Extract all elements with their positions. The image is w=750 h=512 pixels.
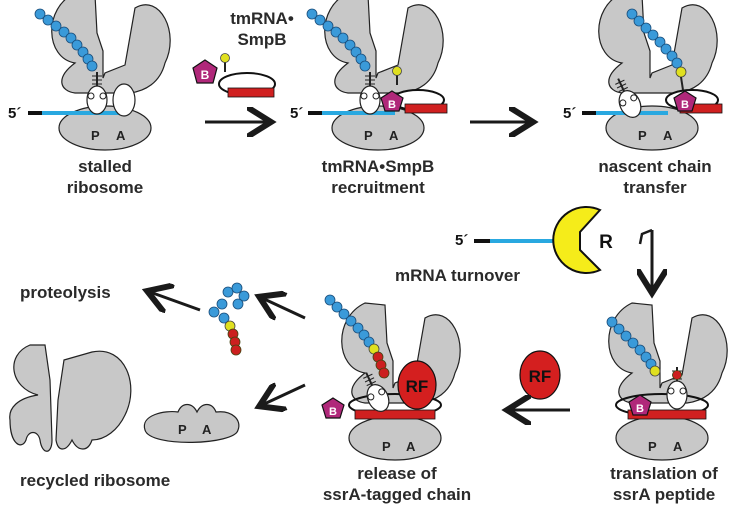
large-subunit-left xyxy=(9,344,53,452)
tmrna-orf xyxy=(227,87,275,98)
caption-recycled-ribosome: recycled ribosome xyxy=(20,471,170,490)
mrna-turnover: 5´ R mRNA turnover xyxy=(395,206,653,290)
free-tagged-chain xyxy=(208,282,250,356)
alanine-bead xyxy=(220,53,230,63)
a-site-label: A xyxy=(663,128,673,143)
caption-nascent-chain: nascent chain xyxy=(598,157,711,176)
arrow-proteolysis xyxy=(150,292,201,310)
smpb-letter: B xyxy=(201,68,210,82)
arrow-to-chain xyxy=(262,298,306,318)
large-subunit xyxy=(51,0,171,94)
release-factor xyxy=(397,360,437,410)
small-subunit xyxy=(143,403,240,443)
panel-recruitment: 5´ B P A tmRNA•SmpB recruitment xyxy=(290,0,448,197)
panel-stalled-ribosome: 5´ P A stalled ribosome xyxy=(8,0,171,197)
a-site-label: A xyxy=(673,439,683,454)
p-site-label: P xyxy=(382,439,391,454)
caption-tmrna-smpb: tmRNA•SmpB xyxy=(322,157,435,176)
alanine-bead xyxy=(392,66,402,76)
rf-letter: RF xyxy=(406,377,429,396)
smpb-protein xyxy=(628,394,652,416)
release-factor xyxy=(519,350,561,400)
smpb-letter: B xyxy=(329,406,337,418)
nascent-peptide-chain xyxy=(606,316,661,377)
five-prime-label: 5´ xyxy=(8,105,21,122)
recycled-ribosome: P A recycled ribosome xyxy=(9,344,240,490)
small-subunit xyxy=(348,415,442,461)
arrow-to-recycle xyxy=(262,385,306,405)
panel-release: B RF P A release of ssrA-tagged chain xyxy=(321,294,471,504)
caption-ssra-peptide: ssrA peptide xyxy=(613,485,715,504)
ssra-tagged-chain xyxy=(324,294,390,379)
smpb-label: SmpB xyxy=(237,30,286,49)
five-prime-label: 5´ xyxy=(290,105,303,122)
caption-recruitment: recruitment xyxy=(331,178,425,197)
p-site-label: P xyxy=(91,128,100,143)
caption-ssra-tagged-chain: ssrA-tagged chain xyxy=(323,485,471,504)
caption-stalled: stalled xyxy=(78,157,132,176)
caption-transfer: transfer xyxy=(623,178,687,197)
smpb-protein xyxy=(380,90,404,112)
p-site-label: P xyxy=(178,422,187,437)
smpb-letter: B xyxy=(636,403,644,415)
p-site-label: P xyxy=(648,439,657,454)
ssra-residue-bead xyxy=(672,370,682,380)
caption-proteolysis: proteolysis xyxy=(20,283,111,302)
panel-ssra-translation: B P A translation of ssrA peptide xyxy=(606,302,728,504)
caption-ribosome: ribosome xyxy=(67,178,144,197)
release-factor-free: RF xyxy=(519,350,561,400)
a-site-label: A xyxy=(202,422,212,437)
rf-letter: RF xyxy=(529,367,552,386)
five-prime-label: 5´ xyxy=(455,232,468,249)
panel-chain-transfer: 5´ B P A nascent chain transfer xyxy=(563,0,723,197)
large-subunit xyxy=(324,0,444,94)
tmrna-orf xyxy=(354,409,436,420)
nascent-peptide-chain xyxy=(626,8,687,78)
tmrna-acceptor-stem xyxy=(680,76,684,91)
smpb-protein xyxy=(321,397,345,419)
caption-translation-of: translation of xyxy=(610,464,718,483)
p-site-label: P xyxy=(364,128,373,143)
smpb-protein xyxy=(192,59,218,84)
empty-a-site xyxy=(112,83,136,117)
nascent-peptide-chain xyxy=(306,8,371,72)
tmrna-orf xyxy=(627,409,707,420)
small-subunit xyxy=(615,415,709,461)
large-subunit-right xyxy=(55,350,132,450)
smpb-letter: B xyxy=(388,99,396,111)
arrow-branch xyxy=(638,228,653,245)
rnase-r-letter: R xyxy=(599,232,613,253)
caption-release-of: release of xyxy=(357,464,437,483)
smpb-protein xyxy=(673,90,697,112)
a-site-label: A xyxy=(389,128,399,143)
five-prime-label: 5´ xyxy=(563,105,576,122)
p-site-label: P xyxy=(638,128,647,143)
nascent-peptide-chain xyxy=(34,8,98,72)
a-site-label: A xyxy=(406,439,416,454)
a-site-label: A xyxy=(116,128,126,143)
caption-mrna-turnover: mRNA turnover xyxy=(395,266,520,285)
tmrna-smpb-complex: tmRNA• SmpB B xyxy=(192,9,294,98)
rnase-r xyxy=(552,206,602,274)
smpb-letter: B xyxy=(681,99,689,111)
tmrna-label: tmRNA• xyxy=(230,9,294,28)
tmrna-orf xyxy=(404,103,448,114)
